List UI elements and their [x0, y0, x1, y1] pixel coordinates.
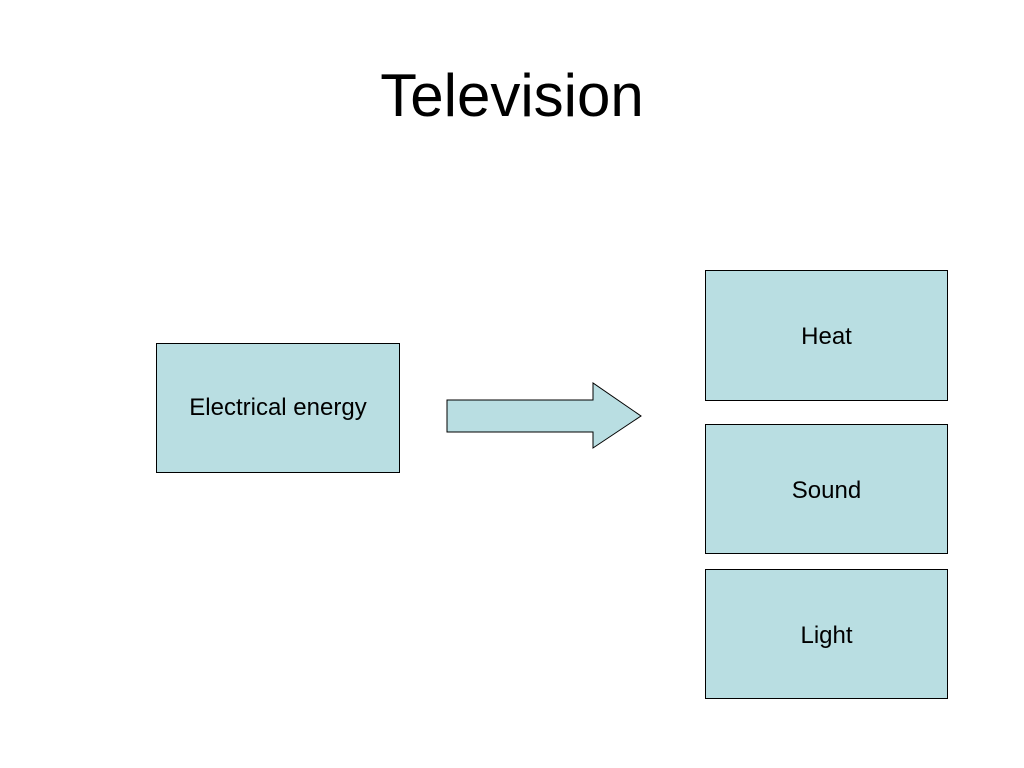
electrical-energy-box: Electrical energy [156, 343, 400, 473]
light-label: Light [800, 622, 853, 649]
electrical-energy-label: Electrical energy [189, 394, 367, 421]
slide-title: Television [380, 62, 644, 129]
heat-box: Heat [705, 270, 948, 401]
conversion-arrow-shape [446, 382, 642, 449]
heat-label: Heat [801, 323, 852, 350]
sound-box: Sound [705, 424, 948, 554]
light-box: Light [705, 569, 948, 699]
conversion-arrow [446, 382, 642, 449]
sound-label: Sound [791, 477, 862, 504]
